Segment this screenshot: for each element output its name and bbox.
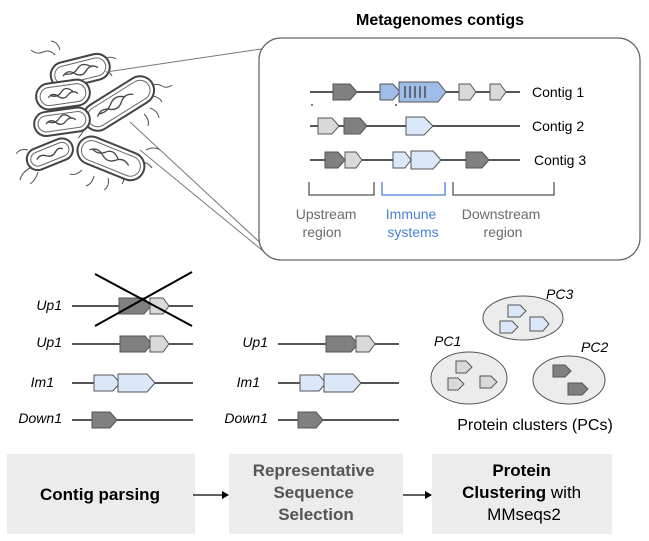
gene-light [344,151,363,169]
step-protein-clustering: Protein Clustering with MMseqs2 [432,454,612,534]
contig-1: Contig 1 [310,81,584,106]
gene-dark [552,364,572,378]
arrow-2 [403,491,432,499]
contig-label: Contig 3 [534,152,586,168]
row-label: Up1 [36,297,62,313]
region-label-downstream: Downstream region [462,206,544,240]
gene-light [458,83,477,101]
cluster-pc1 [430,351,508,405]
cluster-label: PC1 [434,333,461,349]
gene-light-blue [529,316,550,332]
gene-light [355,335,376,353]
row-label: Down1 [224,410,268,426]
gene-dark [325,335,359,353]
contig-2: Contig 2 [310,116,584,136]
gene-dark [297,411,324,429]
zoom-lines [105,47,269,256]
step-label: Contig parsing [40,485,160,504]
cluster-pc3 [482,295,564,341]
gene-light-blue [410,150,442,170]
gene-dark [91,411,118,429]
representative-rows: Up1 Im1 Down1 [224,334,399,429]
gene-light [455,360,473,374]
gene-dark [567,382,589,396]
gene-light-blue [405,116,434,136]
clusters-caption: Protein clusters (PCs) [457,417,613,434]
contig-label: Contig 1 [532,84,584,100]
gene-light [447,377,465,391]
gene-blue-operon [398,81,447,103]
arrow-1 [193,491,229,499]
step-contig-parsing: Contig parsing [7,454,195,534]
row-label: Down1 [18,410,62,426]
gene-light [149,335,170,353]
gene-blue [379,83,401,101]
gene-light [479,375,498,389]
protein-clusters: PC3 PC1 PC2 Protein clusters (PCs) [430,286,613,434]
gene-dark [343,117,368,135]
step-representative-selection: Representative Sequence Selection [229,454,403,534]
contig-label: Contig 2 [532,118,584,134]
parsed-rows: Up1 Up1 Im1 Down1 [18,271,193,429]
row-label: Im1 [237,374,260,390]
cluster-label: PC3 [546,286,573,302]
region-brackets [308,182,555,196]
step-label: Representative Sequence Selection [253,461,380,524]
cluster-pc2 [532,355,606,405]
gene-light-blue [499,320,519,334]
cluster-label: PC2 [581,339,608,355]
region-label-upstream: Upstream region [296,206,361,240]
gene-light-blue [323,373,362,393]
row-label: Up1 [36,334,62,350]
step-label: Protein Clustering with MMseqs2 [462,461,586,524]
gene-light-blue [507,304,527,318]
gene-dark [332,83,358,101]
bacteria-illustration [15,40,173,191]
gene-light-blue [299,374,327,392]
gene-light-blue [93,374,121,392]
gene-light-blue [117,373,156,393]
gene-dark [119,335,153,353]
diagram-title: Metagenomes contigs [356,12,524,29]
row-label: Up1 [242,334,268,350]
row-label: Im1 [31,374,54,390]
region-label-immune: Immune systems [386,206,440,240]
cross-out-mark [94,271,193,327]
gene-dark [324,151,346,169]
gene-dark [465,151,490,169]
gene-light [317,117,340,135]
contig-3: Contig 3 [310,150,586,170]
gene-light [489,83,507,101]
gene-light-blue [392,151,412,169]
